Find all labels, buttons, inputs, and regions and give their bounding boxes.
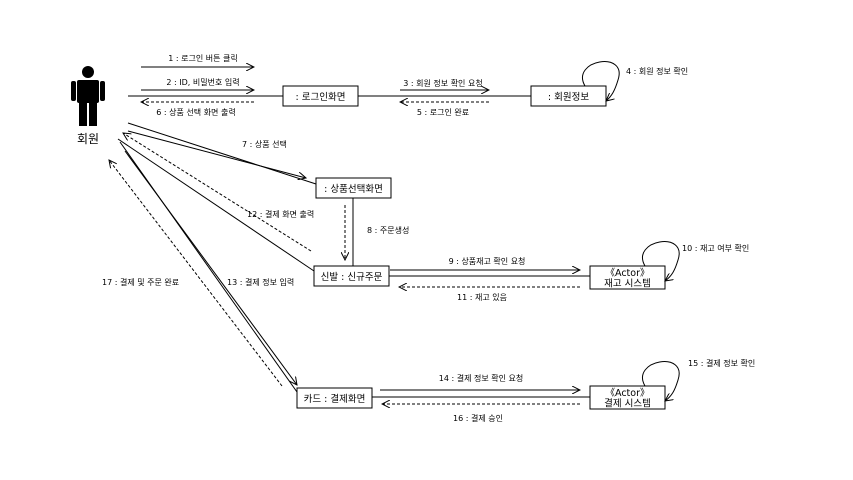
- message-17: 17 : 결제 및 주문 완료: [102, 160, 283, 387]
- member-actor-icon: [71, 66, 105, 126]
- message-15: 15 : 결제 정보 확인: [642, 358, 755, 401]
- new-order-label: 신발 : 신규주문: [321, 272, 383, 283]
- message-5: 5 : 로그인 완료: [400, 102, 489, 117]
- message-15-label: 15 : 결제 정보 확인: [688, 358, 755, 368]
- message-8: 8 : 주문생성: [345, 205, 409, 260]
- product-select-object: : 상품선택화면: [315, 177, 392, 199]
- message-11: 11 : 재고 있음: [399, 287, 580, 302]
- payment-system-label: 결제 시스템: [604, 398, 651, 410]
- message-17-label: 17 : 결제 및 주문 완료: [102, 277, 179, 287]
- login-screen-object: : 로그인화면: [282, 85, 359, 107]
- message-13-arrow: [124, 150, 297, 385]
- member-info-object: : 회원정보: [530, 85, 607, 107]
- member-info-label: : 회원정보: [548, 92, 589, 103]
- message-6: 6 : 상품 선택 화면 출력: [141, 102, 254, 117]
- association-links: [117, 95, 590, 398]
- message-4-arrow: [582, 61, 620, 101]
- message-3: 3 : 회원 정보 확인 요청: [400, 78, 489, 90]
- message-13-label: 13 : 결제 정보 입력: [227, 277, 294, 287]
- message-12-arrow: [123, 133, 312, 252]
- message-1: 1 : 로그인 버튼 클릭: [141, 53, 254, 67]
- message-4-label: 4 : 회원 정보 확인: [626, 66, 688, 76]
- stock-system-stereotype: 《Actor》: [606, 268, 650, 279]
- message-8-label: 8 : 주문생성: [367, 225, 409, 235]
- message-12-label: 12 : 결제 화면 출력: [247, 209, 314, 219]
- message-15-arrow: [642, 361, 680, 401]
- stock-system-label: 재고 시스템: [604, 278, 651, 290]
- login-screen-label: : 로그인화면: [296, 92, 346, 103]
- message-17-arrow: [109, 160, 283, 387]
- message-4: 4 : 회원 정보 확인: [582, 61, 688, 101]
- message-14: 14 : 결제 정보 확인 요청: [380, 373, 580, 390]
- message-7: 7 : 상품 선택: [127, 130, 306, 178]
- message-14-label: 14 : 결제 정보 확인 요청: [439, 373, 523, 383]
- message-1-label: 1 : 로그인 버튼 클릭: [168, 53, 237, 63]
- message-16: 16 : 결제 승인: [382, 404, 580, 423]
- message-12: 12 : 결제 화면 출력: [123, 133, 314, 252]
- message-7-label: 7 : 상품 선택: [242, 139, 287, 149]
- payment-system-stereotype: 《Actor》: [606, 388, 650, 399]
- message-10-label: 10 : 재고 여부 확인: [682, 243, 749, 253]
- message-13: 13 : 결제 정보 입력: [124, 150, 297, 385]
- payment-system-object: 《Actor》 결제 시스템: [589, 385, 666, 410]
- actor-label: 회원: [77, 132, 99, 146]
- message-6-label: 6 : 상품 선택 화면 출력: [156, 107, 235, 117]
- product-select-label: : 상품선택화면: [324, 184, 383, 195]
- stock-system-object: 《Actor》 재고 시스템: [589, 265, 666, 290]
- payment-screen-object: 카드 : 결제화면: [296, 387, 373, 409]
- message-5-label: 5 : 로그인 완료: [417, 107, 469, 117]
- message-9-label: 9 : 상품재고 확인 요청: [449, 256, 526, 266]
- message-2-label: 2 : ID, 비밀번호 입력: [166, 77, 239, 87]
- message-7-arrow: [127, 130, 306, 178]
- message-10-arrow: [642, 241, 680, 281]
- message-3-label: 3 : 회원 정보 확인 요청: [403, 78, 482, 88]
- message-11-label: 11 : 재고 있음: [457, 292, 507, 302]
- message-2: 2 : ID, 비밀번호 입력: [141, 77, 254, 90]
- message-16-label: 16 : 결제 승인: [453, 413, 503, 423]
- message-9: 9 : 상품재고 확인 요청: [390, 256, 580, 270]
- new-order-object: 신발 : 신규주문: [313, 265, 390, 287]
- message-10: 10 : 재고 여부 확인: [642, 241, 749, 281]
- payment-screen-label: 카드 : 결제화면: [304, 394, 366, 405]
